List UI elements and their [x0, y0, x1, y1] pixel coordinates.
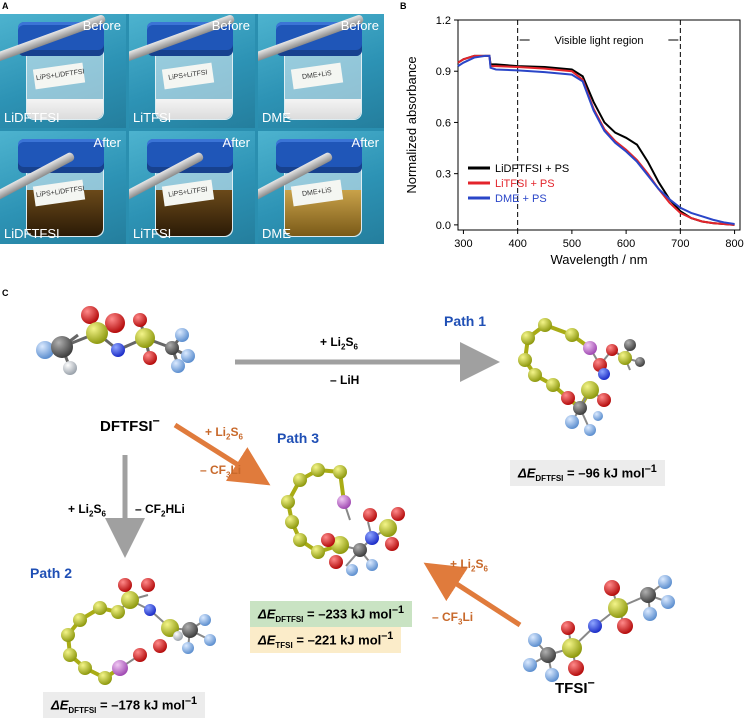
legend-label-1: LiTFSI + PS — [495, 178, 555, 190]
x-tick-label: 300 — [454, 238, 472, 250]
tfsi-molecule — [523, 575, 675, 682]
path3-label: Path 3 — [277, 430, 320, 446]
x-tick-label: 800 — [725, 238, 743, 250]
panel-c-letter: C — [2, 288, 9, 298]
path3-arrow — [173, 422, 271, 486]
jar — [155, 48, 233, 120]
y-tick-label: 0.9 — [436, 66, 451, 78]
x-tick-label: 700 — [671, 238, 689, 250]
path1-reagent: + Li2S6 — [320, 335, 358, 352]
legend-label-2: DME + PS — [495, 193, 547, 205]
solvent-tag: DME — [262, 109, 291, 125]
path1-product — [518, 318, 645, 436]
path2-energy: ΔEDFTFSI = –178 kJ mol–1 — [43, 692, 205, 718]
panel-b-letter: B — [400, 1, 407, 11]
state-tag: After — [222, 134, 250, 150]
reaction-scheme — [36, 306, 675, 685]
tfsi-byproduct: – CF3Li — [432, 610, 474, 627]
path2-byproduct: – CF2HLi — [135, 502, 185, 519]
legend-label-0: LiDFTFSI + PS — [495, 163, 569, 175]
visible-region-annotation: Visible light region — [554, 35, 643, 47]
dftfsi-name: DFTFSI− — [100, 414, 160, 435]
path2-product — [61, 578, 216, 685]
x-tick-label: 600 — [617, 238, 635, 250]
y-tick-label: 0.3 — [436, 169, 451, 181]
x-tick-label: 400 — [508, 238, 526, 250]
solvent-tag: DME — [262, 226, 291, 241]
series-line-2 — [457, 54, 735, 226]
path3-byproduct: – CF3Li — [200, 463, 242, 480]
path1-label: Path 1 — [444, 313, 487, 329]
dftfsi-atoms — [36, 306, 195, 375]
solvent-tag: LiDFTFSI — [4, 109, 60, 125]
path3-energy-dftfsi: ΔEDFTFSI = –233 kJ mol–1 — [250, 601, 412, 627]
jar-liquid — [27, 99, 103, 119]
y-tick-label: 0.6 — [436, 117, 451, 129]
path3-energy-tfsi: ΔETFSI = –221 kJ mol–1 — [250, 627, 402, 653]
path1-byproduct: – LiH — [330, 373, 360, 387]
jar-liquid — [285, 99, 361, 119]
tfsi-arrow — [423, 562, 522, 628]
path3-reagent: + Li2S6 — [205, 425, 243, 442]
state-tag: After — [351, 134, 379, 150]
state-tag: Before — [340, 18, 379, 33]
absorbance-chart: 300 400 500 600 700 800 0.0 0.3 0.6 0.9 1.2Wavelen… — [404, 15, 744, 267]
tfsi-name: TFSI− — [555, 676, 595, 697]
path2-label: Path 2 — [30, 565, 73, 581]
y-axis-label: Normalized absorbance — [404, 56, 419, 193]
path1-energy: ΔEDFTFSI = –96 kJ mol–1 — [510, 460, 665, 486]
state-tag: Before — [211, 18, 250, 33]
y-tick-label: 0.0 — [436, 220, 451, 232]
solvent-tag: LiTFSI — [133, 226, 172, 241]
path2-reagent: + Li2S6 — [68, 502, 106, 519]
solvent-tag: LiTFSI — [133, 109, 172, 125]
path3-product — [281, 463, 405, 576]
plot-frame — [457, 19, 741, 231]
y-tick-label: 1.2 — [436, 15, 451, 27]
x-tick-label: 500 — [563, 238, 581, 250]
tfsi-reagent: + Li2S6 — [450, 557, 488, 574]
state-tag: Before — [82, 18, 121, 33]
jar-liquid — [156, 99, 232, 119]
x-axis-label: Wavelength / nm — [550, 252, 647, 267]
solvent-tag: LiDFTFSI — [4, 226, 60, 241]
panel-a-letter: A — [2, 1, 9, 11]
state-tag: After — [93, 134, 121, 150]
